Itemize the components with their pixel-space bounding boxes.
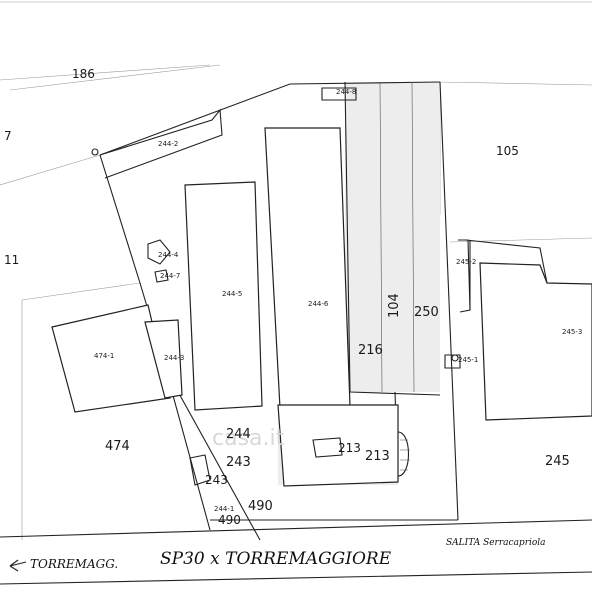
small-building-243 [189, 454, 211, 486]
building-244-6 [264, 127, 351, 409]
building-245-3 [479, 262, 592, 421]
shaded-area-216 [345, 82, 440, 392]
parcel-244: 244 [226, 427, 251, 442]
subunit-474-1: 474-1 [94, 352, 114, 360]
stair-steps [400, 439, 410, 471]
parcel-474: 474 [105, 439, 130, 454]
subunit-244-5: 244-5 [222, 290, 242, 298]
subunit-244-8: 244-8 [336, 88, 356, 96]
parcel-245: 245 [545, 454, 570, 469]
faint-boundaries [0, 1, 592, 540]
parcel-250: 250 [414, 305, 439, 320]
survey-marker [91, 148, 99, 156]
subunit-245-1: 245-1 [458, 356, 478, 364]
parcel-186: 186 [72, 67, 95, 81]
subunit-213-dup: 213 [338, 441, 361, 455]
building-244-5 [184, 181, 263, 411]
parcel-243: 243 [226, 455, 251, 470]
parcel-104: 104 [387, 293, 402, 318]
parcel-213: 213 [365, 449, 390, 464]
building-244-3 [144, 319, 183, 399]
watermark: casa.it [212, 426, 285, 451]
road-label-center: SP30 x TORREMAGGIORE [160, 549, 392, 569]
subunit-244-4: 244-4 [158, 251, 179, 259]
subunit-244-6: 244-6 [308, 300, 329, 308]
small-shed-213 [312, 437, 343, 458]
subunit-244-3: 244-3 [164, 354, 184, 362]
survey-marker-2 [451, 354, 459, 362]
parcel-216: 216 [358, 343, 383, 358]
road-lines [0, 519, 592, 585]
parcel-490: 490 [248, 499, 273, 514]
arrow-left-icon [9, 559, 27, 572]
parcel-11: 11 [4, 253, 19, 267]
building-474-1 [51, 304, 171, 413]
small-building-244-7 [154, 269, 169, 283]
subunit-243-dup: 243 [205, 473, 228, 487]
subunit-244-7: 244-7 [160, 272, 180, 280]
subunit-244-1: 244-1 [214, 505, 234, 513]
road-label-right: SALITA Serracapriola [446, 538, 546, 548]
small-building-244-4 [147, 239, 171, 265]
road-label-left: TORREMAGG. [30, 557, 118, 571]
subunit-244-2: 244-2 [158, 140, 178, 148]
building-213 [277, 404, 399, 487]
subunit-245-2: 245-2 [456, 258, 476, 266]
subunit-245-3: 245-3 [562, 328, 582, 336]
stair-213 [397, 431, 409, 477]
parcel-7: 7 [4, 129, 12, 143]
subunit-490-dup: 490 [218, 513, 241, 527]
parcel-105: 105 [496, 144, 519, 158]
